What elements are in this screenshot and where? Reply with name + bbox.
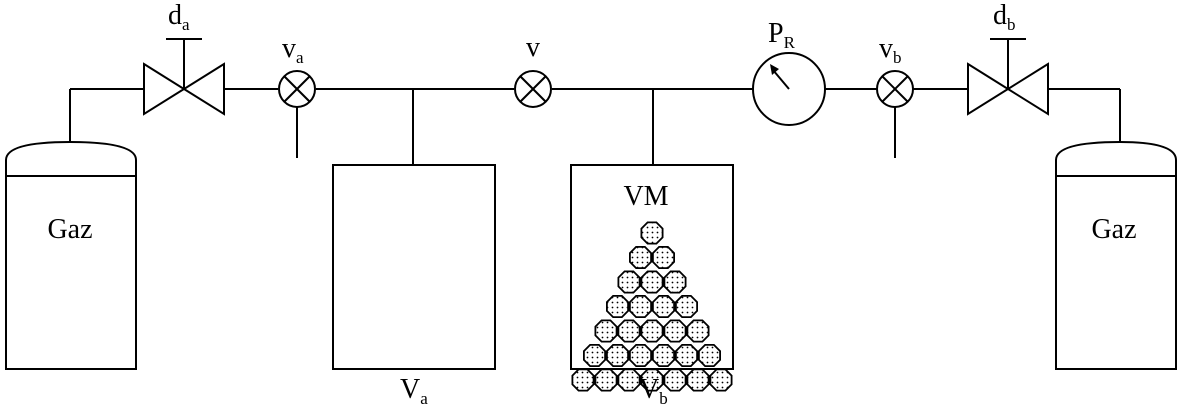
gas-tank-right: Gaz [1055,89,1177,370]
vessel-b-label: Vb [639,374,668,408]
adsorbent-pellet [606,343,629,368]
adsorbent-pellet [640,270,664,294]
adsorbent-pellet [640,319,664,343]
adsorbent-pellet [606,294,629,319]
adsorbent-pellet [640,368,664,392]
gas-tank-left: Gaz [5,89,137,370]
pressure-reducer-a: da [143,0,225,116]
vessel-b-inner-label: VM [623,181,668,212]
adsorbent-pellet [583,343,606,368]
pressure-reducer-b: db [967,0,1049,116]
valve-a-label: va [282,33,304,67]
reducer-b-label: db [993,0,1016,34]
reducer-a-label: da [168,0,190,34]
adsorbent-pellet [652,245,675,270]
adsorbent-pellet [629,294,652,319]
valve-b: vb [876,33,914,158]
valve-b-label: vb [879,33,902,67]
pressure-gauge-label: PR [768,18,796,52]
tank-left-label: Gaz [47,214,92,245]
adsorbent-pellet [675,343,698,368]
adsorbent-pellet [663,270,687,294]
adsorbent-pellet [652,343,675,368]
tank-right-label: Gaz [1091,214,1136,245]
vessel-a: Va [332,89,496,408]
adsorbent-pellet [675,294,698,319]
adsorbent-pellet [629,343,652,368]
adsorbent-pellet [663,319,687,343]
valve-center-label: v [526,32,540,63]
adsorbent-pellet [686,368,710,392]
adsorbent-pellet [686,319,710,343]
adsorbent-pellet [617,368,641,392]
valve-a: va [278,33,316,158]
pressure-gauge: PR [752,18,826,126]
adsorbent-pellet [663,368,687,392]
adsorbent-pellet [652,294,675,319]
adsorbent-pellet [594,319,618,343]
adsorbent-pellet [698,343,721,368]
adsorbent-pellet [571,368,595,392]
vessel-b: VM Vb [570,89,734,408]
adsorbent-pellet [617,319,641,343]
adsorbent-pellet [617,270,641,294]
adsorbent-pellet [640,221,664,245]
adsorbent-pellet [709,368,733,392]
valve-center: v [514,32,552,108]
adsorbent-pellet [629,245,652,270]
adsorbent-pellet [594,368,618,392]
vessel-a-label: Va [400,374,428,408]
adsorbent-pellet-pyramid [571,221,733,392]
